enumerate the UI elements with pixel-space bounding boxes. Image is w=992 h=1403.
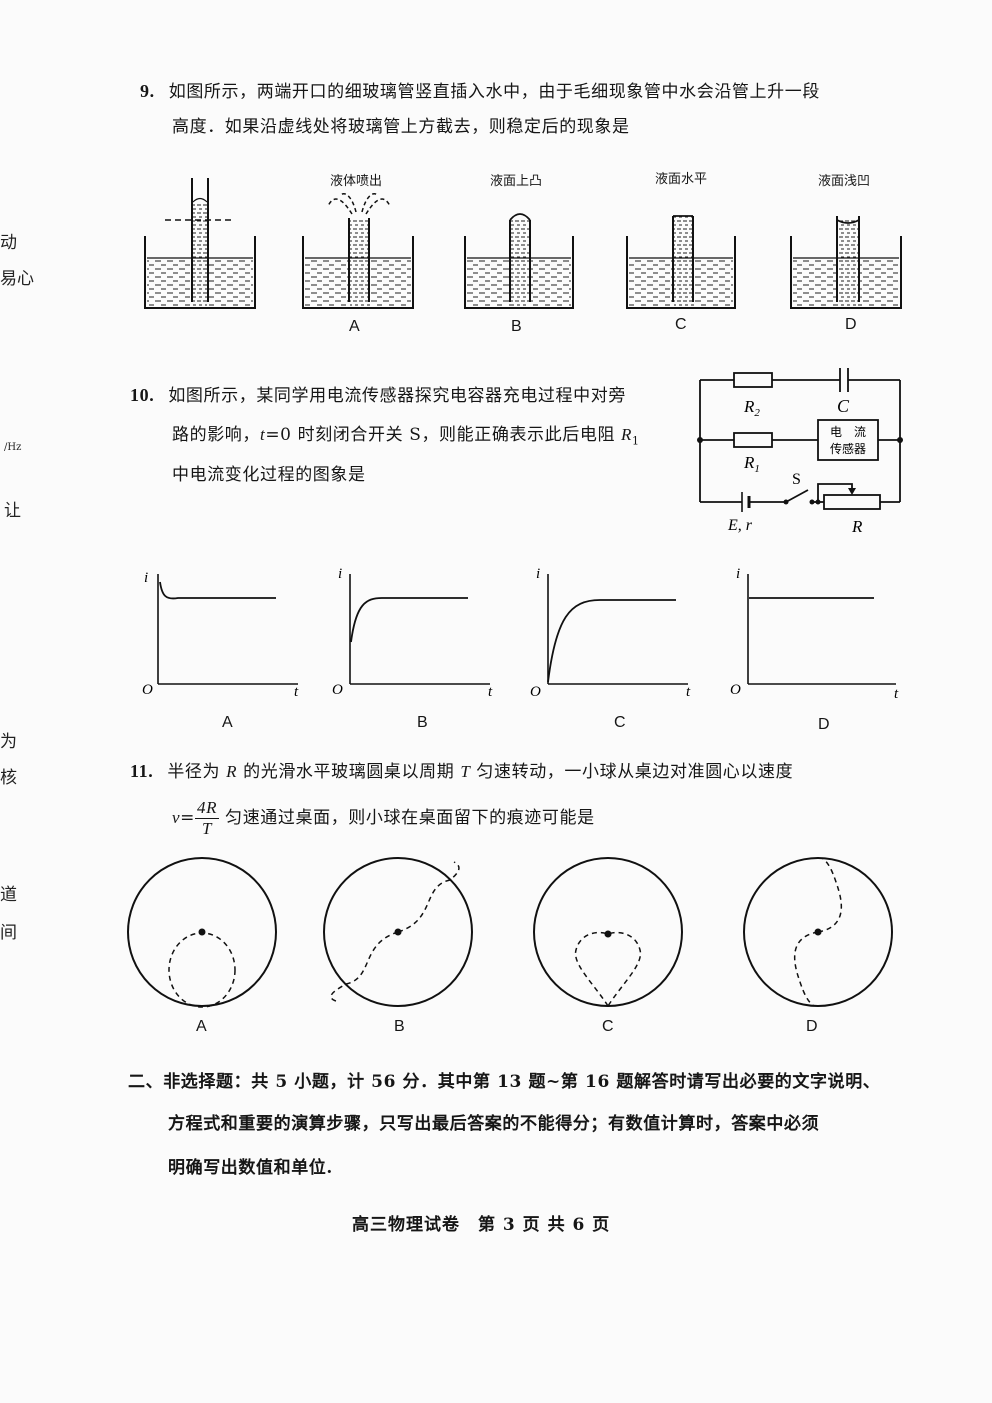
graph-c-origin: O xyxy=(530,684,541,700)
q10-option-b[interactable]: B xyxy=(417,714,428,731)
q9-caption-c: 液面水平 xyxy=(655,172,708,187)
q10-line1: 10. 如图所示，某同学用电流传感器探究电容器充电过程中对旁 xyxy=(130,385,626,406)
q9-caption-b: 液面上凸 xyxy=(490,174,543,189)
q11-line1: 11. 半径为 R 的光滑水平玻璃圆桌以周期 T 匀速转动，一小球从桌边对准圆心… xyxy=(130,761,794,782)
q11-figures xyxy=(127,857,893,1008)
edge-text: /Hz xyxy=(4,442,22,453)
circuit-switch-label: S xyxy=(792,471,801,488)
circuit-r1-label: R1 xyxy=(743,453,760,475)
section2-line3: 明确写出数值和单位. xyxy=(168,1158,333,1178)
section2-line1: 二、非选择题：共 5 小题，计 56 分．其中第 13 题~第 16 题解答时请… xyxy=(128,1072,881,1092)
circuit-c-label: C xyxy=(837,396,850,416)
edge-text: 动 xyxy=(0,233,17,253)
q9-option-a[interactable]: A xyxy=(349,318,360,335)
q10-option-a[interactable]: A xyxy=(222,714,233,731)
q9-figures xyxy=(144,178,902,309)
q9-option-d[interactable]: D xyxy=(845,316,857,333)
circuit-r2-label: R2 xyxy=(743,397,760,419)
graph-c-y-label: i xyxy=(536,566,540,582)
q10-option-c[interactable]: C xyxy=(614,714,626,731)
graph-a-origin: O xyxy=(142,682,153,698)
q9-option-d-figure xyxy=(790,216,902,309)
edge-text: 道 xyxy=(0,885,17,905)
q9-caption-a: 液体喷出 xyxy=(330,174,383,189)
circuit-battery-label: E, r xyxy=(727,517,753,534)
q9-option-a-figure xyxy=(302,192,414,309)
q9-line2: 高度．如果沿虚线处将玻璃管上方截去，则稳定后的现象是 xyxy=(172,117,630,137)
q10-line3: 中电流变化过程的图象是 xyxy=(172,465,366,485)
graph-d-y-label: i xyxy=(736,566,740,582)
edge-text: 为 xyxy=(0,732,17,752)
q11-option-c[interactable]: C xyxy=(602,1018,614,1035)
q9-caption-d: 液面浅凹 xyxy=(818,174,871,189)
q9-option-c-figure xyxy=(626,215,736,309)
circuit-sensor-label: 传感器 xyxy=(830,441,866,456)
graph-b-x-label: t xyxy=(488,684,493,700)
q9-option-b[interactable]: B xyxy=(511,318,522,335)
graph-d-origin: O xyxy=(730,682,741,698)
q11-option-d[interactable]: D xyxy=(806,1018,818,1035)
q9-line1: 9. 如图所示，两端开口的细玻璃管竖直插入水中，由于毛细现象管中水会沿管上升一段 xyxy=(140,81,820,102)
graph-a-x-label: t xyxy=(294,684,299,700)
edge-text: 让 xyxy=(4,501,21,521)
circuit-sensor-label: 电 流 xyxy=(830,425,866,439)
q9-original-figure xyxy=(144,178,256,309)
graph-b-origin: O xyxy=(332,682,343,698)
page-footer: 高三物理试卷 第 3 页 共 6 页 xyxy=(352,1215,611,1235)
q9-option-c[interactable]: C xyxy=(675,316,687,333)
q11-option-b[interactable]: B xyxy=(394,1018,405,1035)
q10-graphs: i O t i O t i O t i O t xyxy=(142,566,899,700)
graph-c-x-label: t xyxy=(686,684,691,700)
graph-a-y-label: i xyxy=(144,570,148,586)
q11-option-a[interactable]: A xyxy=(196,1018,207,1035)
circuit-rheostat-label: R xyxy=(851,517,863,536)
edge-text: 间 xyxy=(0,923,17,943)
q9-option-b-figure xyxy=(464,213,574,309)
edge-text: 核 xyxy=(0,768,17,788)
q10-line2: 路的影响，t=0 时刻闭合开关 S，则能正确表示此后电阻 R1 xyxy=(172,425,640,448)
graph-d-x-label: t xyxy=(894,686,899,700)
q10-circuit: R2 C R1 电 流 传感器 S E, r R xyxy=(697,368,903,536)
section2-line2: 方程式和重要的演算步骤，只写出最后答案的不能得分；有数值计算时，答案中必须 xyxy=(168,1114,820,1134)
q10-option-d[interactable]: D xyxy=(818,716,830,733)
graph-b-y-label: i xyxy=(338,566,342,582)
edge-text: 易心 xyxy=(0,269,34,289)
